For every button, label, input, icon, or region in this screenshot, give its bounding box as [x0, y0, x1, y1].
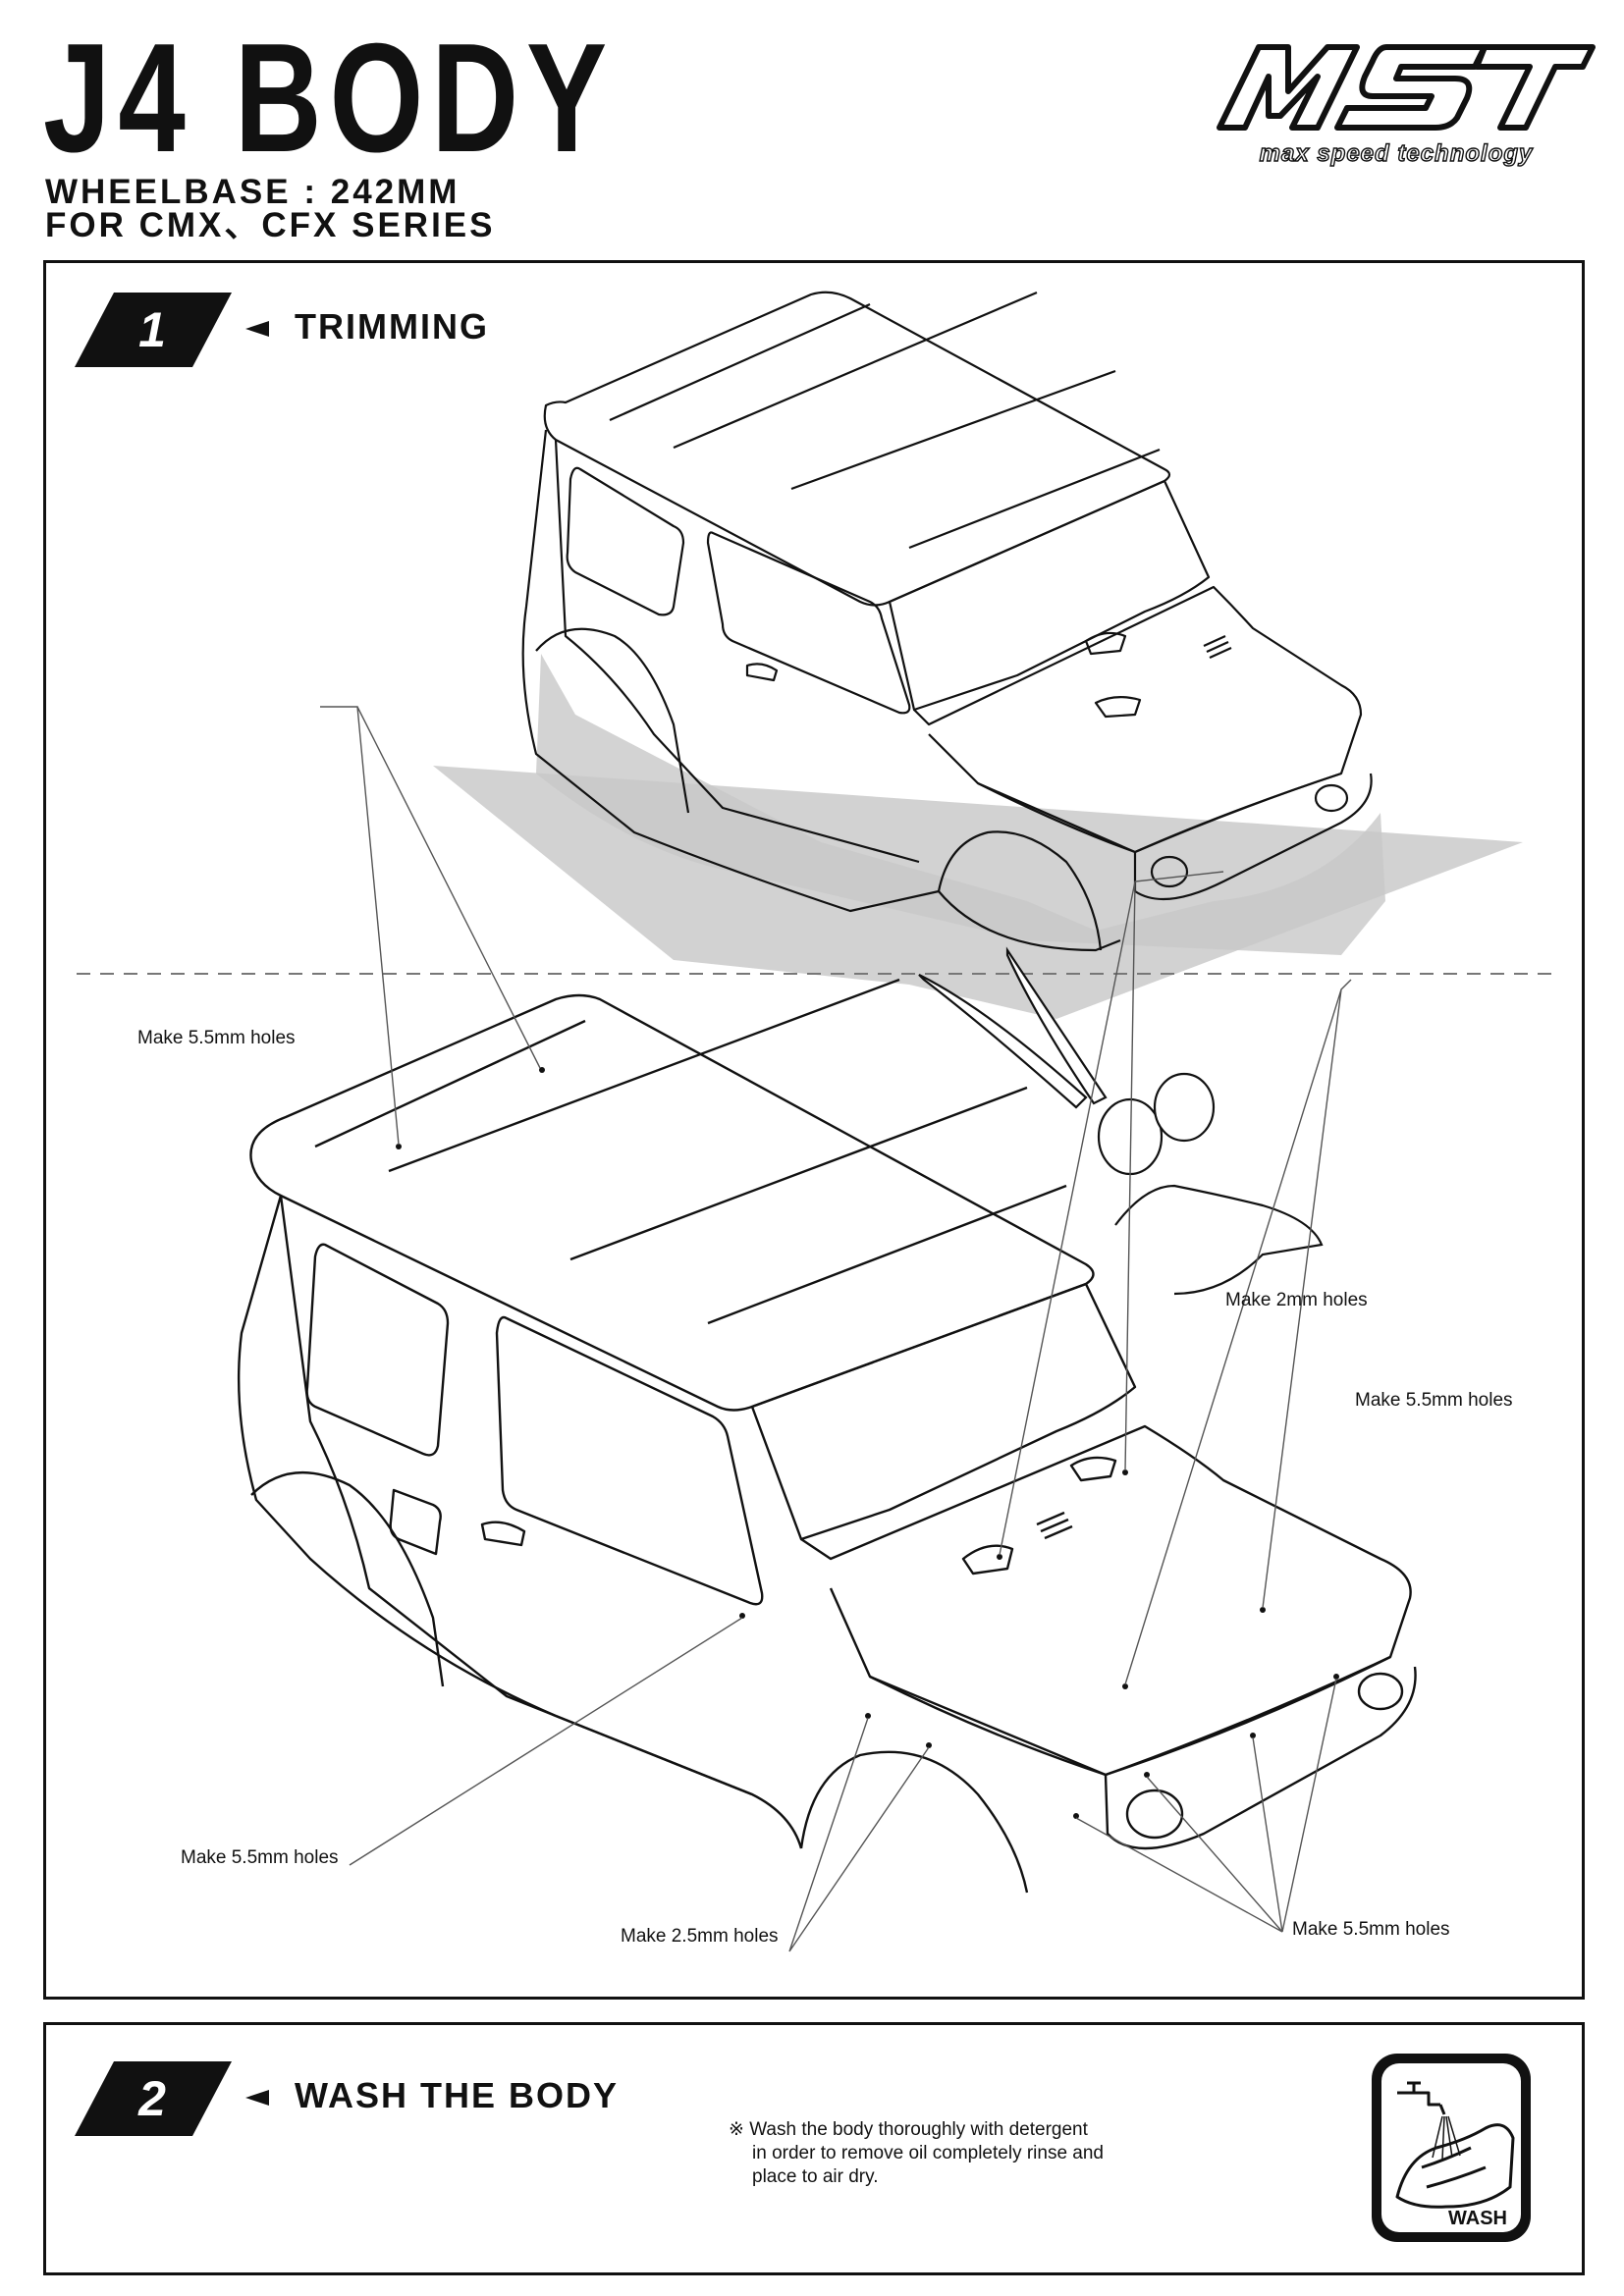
callout-hood-5mm: Make 5.5mm holes: [1355, 1390, 1513, 1411]
wash-instructions: ※ Wash the body thoroughly with detergen…: [729, 2118, 1200, 2189]
wash-icon: WASH: [1372, 2054, 1531, 2242]
step-2-title: WASH THE BODY: [295, 2075, 620, 2115]
car-shadow: [536, 654, 1385, 955]
step-2-arrow-icon: [245, 2090, 269, 2106]
callout-side-holes: Make 5.5mm holes: [181, 1847, 339, 1868]
bottom-car-drawing: [237, 978, 1417, 1894]
callout-fender-holes: Make 2.5mm holes: [621, 1926, 779, 1947]
wheelbase-label: WHEELBASE : 242MM: [45, 173, 460, 211]
callout-roof-holes: Make 5.5mm holes: [137, 1028, 296, 1048]
logo-tagline: max speed technology: [1260, 140, 1534, 167]
top-car-drawing: [521, 291, 1373, 952]
note-mark: ※: [729, 2119, 744, 2140]
scissors-drawing: [918, 946, 1324, 1296]
step-2-badge: [75, 2061, 232, 2136]
wash-panel: [43, 2022, 1585, 2275]
series-label: FOR CMX、CFX SERIES: [45, 206, 496, 244]
mst-logo: max speed technology: [1217, 44, 1596, 168]
wash-note-line-2: in order to remove oil completely rinse …: [752, 2143, 1105, 2163]
step-1-title: TRIMMING: [295, 306, 489, 347]
callout-front-holes: Make 5.5mm holes: [1292, 1919, 1450, 1940]
wash-icon-label: WASH: [1448, 2208, 1507, 2229]
leader-lines: [320, 706, 1352, 1952]
step-1-badge: [75, 293, 232, 367]
trimming-panel: [43, 260, 1585, 2000]
callout-hood-2mm: Make 2mm holes: [1225, 1290, 1368, 1310]
wash-note-line-1: ※ Wash the body thoroughly with detergen…: [729, 2119, 1088, 2140]
wash-note-line-3: place to air dry.: [752, 2166, 879, 2187]
hole-markers: [396, 1067, 1339, 1819]
body-trimming-illustration: [77, 291, 1551, 1952]
step-1-arrow-icon: [245, 321, 269, 337]
page-title: J4 BODY: [43, 12, 615, 185]
step-2-number: 2: [138, 2071, 166, 2126]
step-1-number: 1: [138, 302, 166, 357]
